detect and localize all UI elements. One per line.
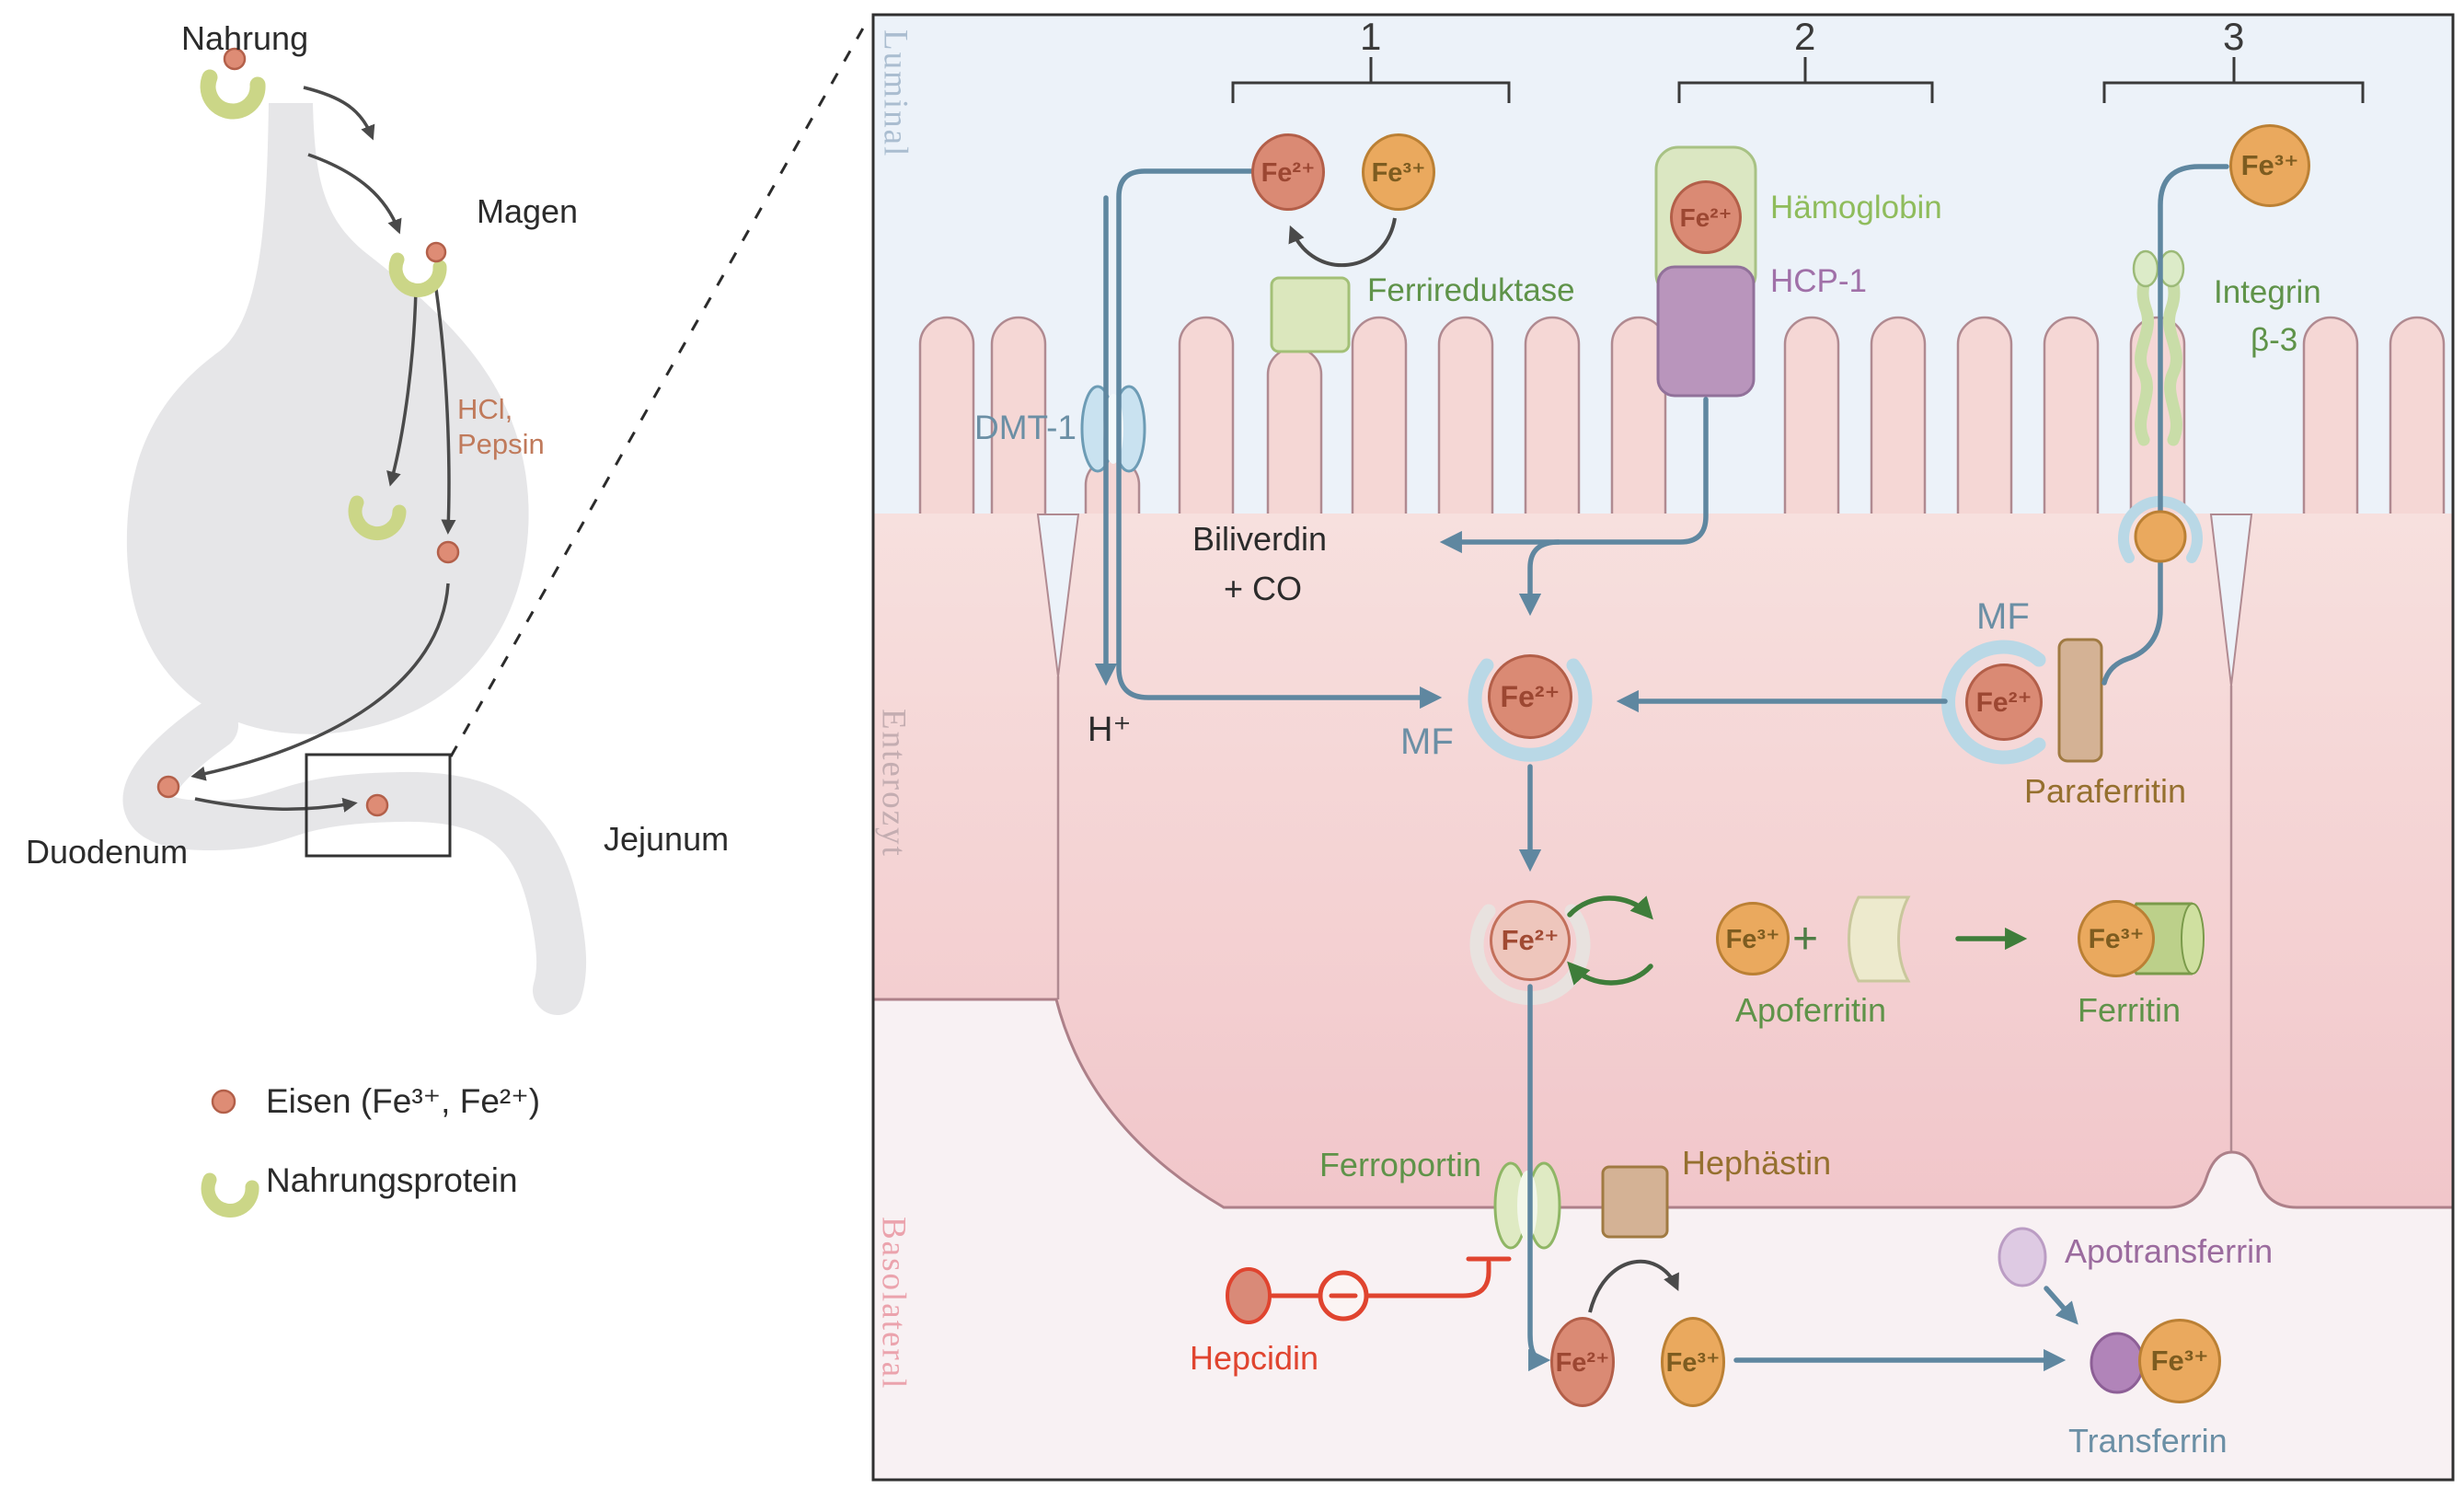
protein-crescent-icon [388,252,447,297]
iron-flow-lines [1094,164,2229,1372]
cell-junctions [1036,514,2253,1152]
pathway-1-number: 1 [1360,15,1382,58]
integrin-label-line2: β-3 [2251,322,2298,358]
pathway-brackets [1231,57,2365,103]
fe2-ion-cytosol: Fe²⁺ [1490,900,1571,981]
jejunum-label: Jejunum [604,820,730,858]
panel-border [871,13,2455,1482]
enterozyt-zone-label: Enterozyt [874,709,913,858]
dmt1-label: DMT-1 [974,409,1077,446]
mf-label-right: MF [1976,596,2030,637]
legend-iron-icon [211,1089,236,1114]
hepcidin-label: Hepcidin [1190,1339,1319,1377]
pathway-3-number: 3 [2223,15,2245,58]
transferrin-label: Transferrin [2068,1422,2228,1460]
hcp1-box [1656,265,1756,398]
basolateral-membrane [873,998,2453,1209]
paraferritin-label: Paraferritin [2024,772,2187,810]
basolateral-zone-label: Basolateral [874,1217,913,1391]
left-cell-basolateral-space [873,999,1224,1207]
apoferritin-label: Apoferritin [1735,991,1887,1029]
fe2-ion-mobilferrin-right: Fe²⁺ [1965,664,2043,741]
nahrung-label: Nahrung [181,19,309,57]
ferroportin-label: Ferroportin [1318,1146,1481,1183]
legend-iron-label: Eisen (Fe³⁺, Fe²⁺) [266,1082,541,1120]
legend-protein-label: Nahrungsprotein [266,1161,518,1199]
transferrin-molecule [2090,1332,2145,1394]
apotransferrin-label: Apotransferrin [2065,1232,2274,1270]
iron-dot-icon [223,47,247,71]
ferrireduktase-box [1270,276,1351,353]
hepcidin-inhibition [1226,1256,1512,1324]
mf-horseshoe-right [1941,640,2046,765]
biliverdin-label-line1: Biliverdin [1192,520,1328,558]
apoferritin-shape [1848,895,1911,983]
stomach-illustration [122,17,870,1218]
magen-label: Magen [477,192,579,230]
stomach-shape [126,103,529,734]
fe2-ion-haemoglobin: Fe²⁺ [1670,180,1742,254]
iron-ball-integrin [2134,510,2187,563]
fe2-ion-basolateral: Fe²⁺ [1550,1317,1615,1407]
fe2-ion-mobilferrin-center: Fe²⁺ [1488,654,1572,739]
integrin-label-line1: Integrin [2214,274,2321,310]
zoom-connector-dashed-line [449,17,870,757]
fe3-ion-luminal: Fe³⁺ [1362,133,1435,211]
pathway-2-number: 2 [1794,15,1816,58]
food-protein-icons [156,47,460,817]
fe3-ion-transferrin: Fe³⁺ [2138,1319,2221,1403]
fe3-ion-basolateral: Fe³⁺ [1661,1317,1725,1407]
dmt1-channel [1080,385,1146,473]
flow-arrows-left [190,86,456,813]
h-plus-label: H⁺ [1088,710,1132,749]
pepsin-label: Pepsin [457,428,545,460]
right-junction-flare [2168,1152,2297,1209]
protein-crescent-icon [200,69,266,120]
integrin-protein [2132,249,2185,446]
paraferritin-box [2057,638,2103,763]
duodenum-label: Duodenum [26,833,189,871]
hepcidin-molecule [1226,1267,1272,1324]
protein-crescent-icon [348,495,407,541]
zoom-box [305,753,452,858]
iron-dot-icon [156,775,180,799]
luminal-zone-label: Luminal [876,29,915,158]
ferrireduktase-label: Ferrireduktase [1367,272,1575,308]
iron-dot-icon [425,241,447,263]
biliverdin-label-line2: + CO [1224,570,1303,607]
haemoglobin-label: Hämoglobin [1770,190,1942,225]
plus-sign: + [1792,915,1819,964]
hcp1-label: HCP-1 [1770,263,1868,299]
fe2-ion-luminal: Fe²⁺ [1251,133,1325,211]
hephaestin-box [1601,1165,1669,1239]
fe3-ion-cytosol: Fe³⁺ [1716,902,1790,975]
hcl-label: HCl, [457,393,513,425]
iron-dot-icon [365,793,389,817]
legend-protein-icon [201,1172,259,1218]
iron-dot-icon [436,540,460,564]
fe3-ion-integrin-pathway: Fe³⁺ [2229,124,2310,207]
fe3-ion-ferritin: Fe³⁺ [2078,900,2155,977]
hephaestin-label: Hephästin [1682,1144,1832,1182]
redox-arrows [1288,217,1679,1313]
mf-label-center: MF [1400,721,1454,762]
ferroportin-channel [1493,1161,1561,1250]
ferritin-reaction-arrows [1567,895,2028,986]
ferritin-label: Ferritin [2078,991,2182,1029]
apotransferrin-molecule [1998,1227,2047,1287]
duodenum-tube [122,700,587,1015]
cell-body [873,514,2453,1208]
mf-horseshoe-center [1468,658,1593,762]
